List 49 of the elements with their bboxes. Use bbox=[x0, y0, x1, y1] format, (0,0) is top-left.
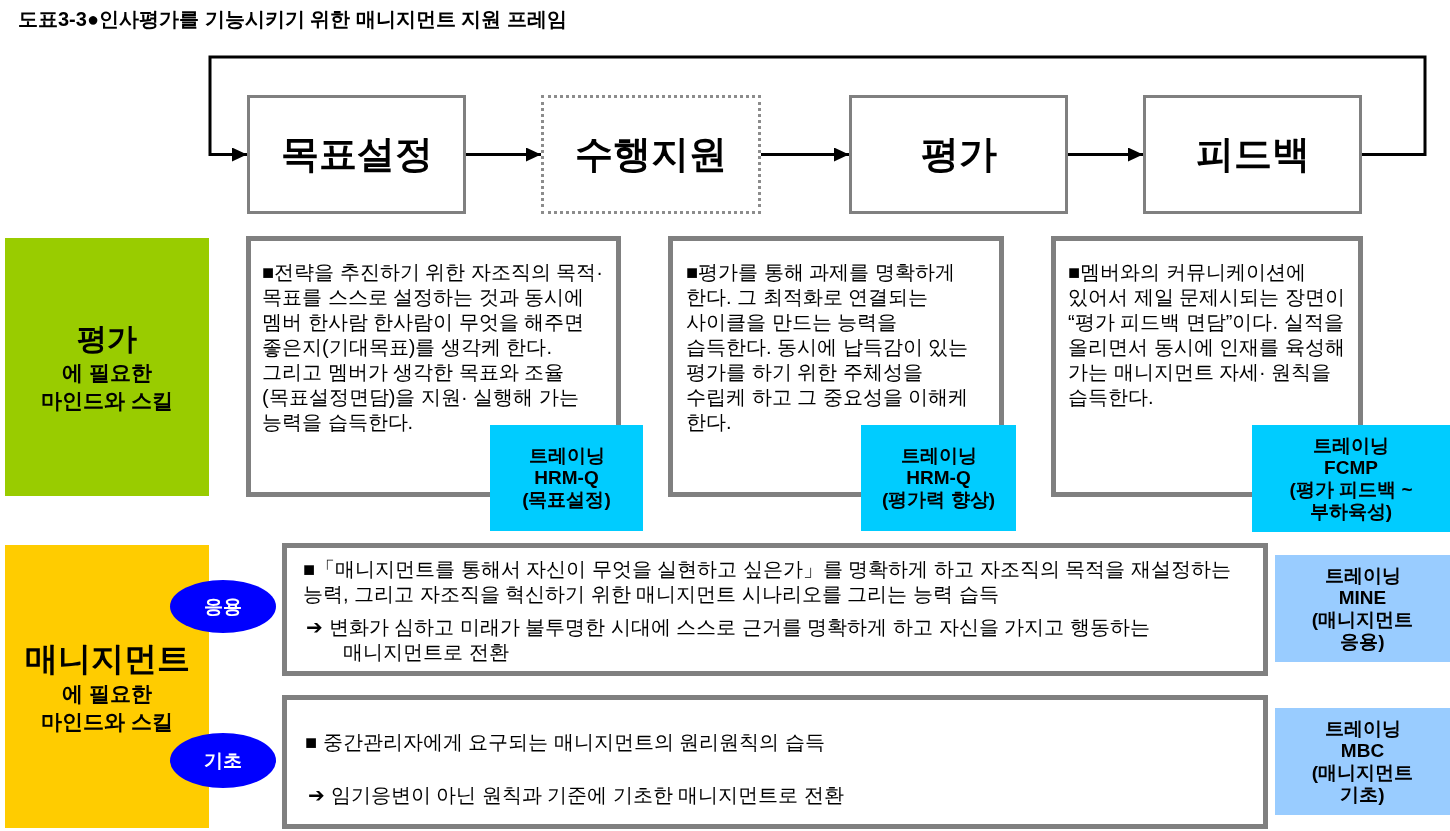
description-text: ■전략을 추진하기 위한 자조직의 목적· 목표를 스스로 설정하는 것과 동시에 멤버 한사람 한사람이 무엇을 해주면 좋은지(기대목표)를 생각케 한다. 그리고 멤버가 생각한 목표와 조율(목표설정면담)을 지원· 실행해 가는 능력을 습득한다. bbox=[262, 260, 604, 435]
arrow bbox=[466, 147, 541, 162]
arrow bbox=[1068, 147, 1143, 162]
training-heading: 트레이닝 bbox=[1324, 564, 1401, 587]
process-label: 수행지원 bbox=[575, 132, 727, 177]
program-subtitle: (매니지먼트 응용) bbox=[1310, 608, 1415, 653]
program-code: HRM-Q bbox=[534, 467, 599, 489]
process-label: 피드백 bbox=[1195, 132, 1310, 177]
training-heading: 트레이닝 bbox=[1313, 434, 1389, 457]
process-box bbox=[247, 95, 466, 214]
process-box bbox=[849, 95, 1068, 214]
outcome-text: ➔ 임기응변이 아닌 원칙과 기준에 기초한 매니지먼트로 전환 bbox=[308, 783, 845, 808]
category-subheading: 에 필요한 마인드와 스킬 bbox=[40, 680, 174, 735]
category-panel bbox=[5, 238, 209, 496]
category-heading: 매니지먼트 bbox=[24, 638, 190, 679]
category-subheading: 에 필요한 마인드와 스킬 bbox=[40, 360, 174, 414]
level-label: 기초 bbox=[204, 748, 242, 773]
process-label: 목표설정 bbox=[280, 132, 433, 177]
training-heading: 트레이닝 bbox=[900, 445, 977, 467]
description-panel bbox=[282, 543, 1268, 676]
process-box bbox=[541, 95, 761, 214]
program-subtitle: (평가력 향상) bbox=[882, 489, 995, 511]
training-heading: 트레이닝 bbox=[528, 445, 605, 467]
description-panel bbox=[282, 695, 1268, 829]
training-tag bbox=[1275, 555, 1450, 662]
program-subtitle: (매니지먼트 기초) bbox=[1310, 761, 1415, 806]
program-code: FCMP bbox=[1324, 456, 1378, 479]
feedback-loop-arrow bbox=[208, 55, 1427, 162]
description-text: ■멤버와의 커뮤니케이션에 있어서 제일 문제시되는 장면이 “평가 피드백 면담”이다. 실적을 올리면서 동시에 인재를 육성해 가는 매니지먼트 자세· 원칙을 습득한다. bbox=[1068, 260, 1346, 410]
training-tag bbox=[490, 425, 643, 531]
program-subtitle: (평가 피드백 ~부하육성) bbox=[1288, 478, 1414, 523]
program-subtitle: (목표설정) bbox=[522, 489, 611, 511]
program-code: MINE bbox=[1338, 586, 1387, 609]
arrow bbox=[761, 147, 849, 162]
training-tag bbox=[1275, 708, 1450, 815]
description-text: ■평가를 통해 과제를 명확하게 한다. 그 최적화로 연결되는 사이클을 만드는 능력을 습득한다. 동시에 납득감이 있는 평가를 하기 위한 주체성을 수립케 하고 그 중요성을 이해케 한다. bbox=[686, 260, 970, 435]
training-tag bbox=[1252, 425, 1450, 532]
training-heading: 트레이닝 bbox=[1324, 717, 1401, 740]
category-heading: 평가 bbox=[77, 321, 137, 357]
training-tag bbox=[861, 425, 1016, 531]
description-text: ■「매니지먼트를 통해서 자신이 무엇을 실현하고 싶은가」를 명확하게 하고 자조직의 목적을 재설정하는 능력, 그리고 자조직을 혁신하기 위한 매니지먼트 시나리오를 그리는 능력 습득 bbox=[303, 557, 1232, 607]
outcome-text: ➔ 변화가 심하고 미래가 불투명한 시대에 스스로 근거를 명확하게 하고 자신을 가지고 행동하는 매니지먼트로 전환 bbox=[306, 615, 1151, 665]
program-code: MBC bbox=[1340, 739, 1385, 762]
program-code: HRM-Q bbox=[906, 467, 971, 489]
process-box bbox=[1143, 95, 1362, 214]
process-label: 평가 bbox=[920, 132, 997, 177]
level-label: 응용 bbox=[204, 594, 242, 619]
description-text: ■ 중간관리자에게 요구되는 매니지먼트의 원리원칙의 습득 bbox=[305, 730, 826, 755]
diagram-title: 도표3-3●인사평가를 기능시키기 위한 매니지먼트 지원 프레임 bbox=[18, 7, 567, 32]
